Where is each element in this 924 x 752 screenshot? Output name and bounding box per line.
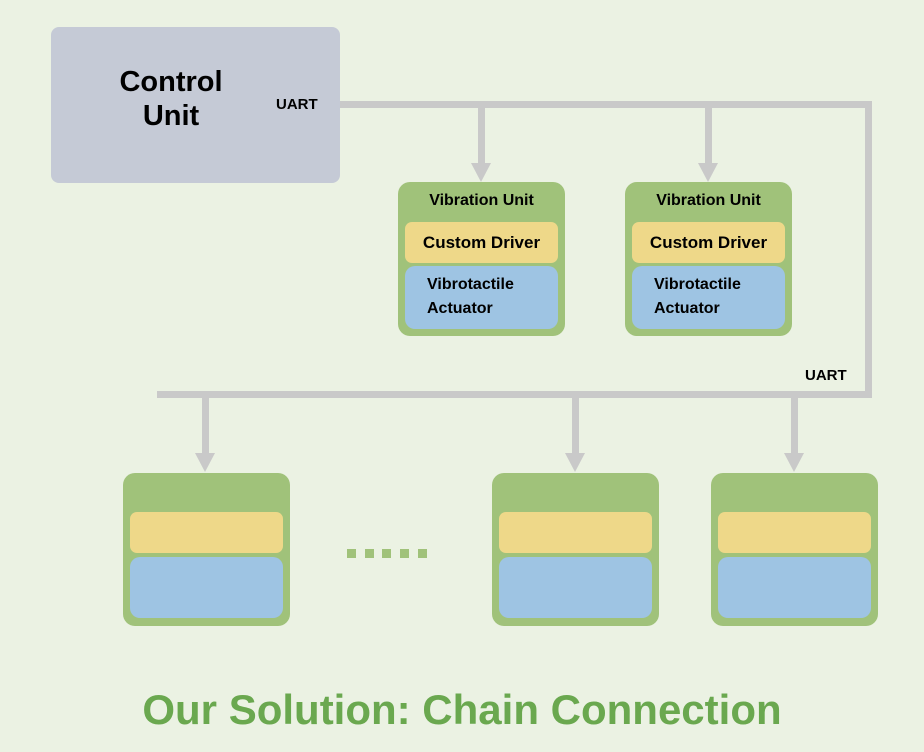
actuator-label-line1: Vibrotactile	[654, 276, 741, 293]
uart-label-right: UART	[805, 367, 847, 384]
uart-bus-top	[340, 101, 872, 108]
arrowhead-unit-3	[195, 453, 215, 472]
ellipsis-dot	[382, 549, 391, 558]
arrowhead-unit-5	[784, 453, 804, 472]
vibration-unit-title: Vibration Unit	[429, 192, 534, 209]
arrow-stem-unit-3	[202, 398, 209, 454]
vibration-unit-4	[492, 473, 659, 626]
custom-driver: Custom Driver	[405, 222, 558, 263]
actuator-label-line2: Actuator	[427, 300, 493, 317]
vibration-unit-2: Vibration Unit Custom Driver Vibrotactil…	[625, 182, 792, 336]
arrowhead-unit-4	[565, 453, 585, 472]
vibrotactile-actuator: Vibrotactile Actuator	[632, 266, 785, 329]
custom-driver	[130, 512, 283, 553]
ellipsis-dot	[418, 549, 427, 558]
arrow-stem-unit-4	[572, 398, 579, 454]
control-unit-label-line1: Control	[119, 66, 223, 98]
uart-bus-right	[865, 101, 872, 398]
vibration-unit-1: Vibration Unit Custom Driver Vibrotactil…	[398, 182, 565, 336]
arrowhead-unit-2	[698, 163, 718, 182]
vibration-unit-3	[123, 473, 290, 626]
arrow-stem-unit-2	[705, 108, 712, 165]
vibrotactile-actuator	[130, 557, 283, 618]
control-unit-label: Control Unit	[51, 65, 291, 133]
custom-driver: Custom Driver	[632, 222, 785, 263]
control-unit: Control Unit	[51, 27, 340, 183]
vibrotactile-actuator: Vibrotactile Actuator	[405, 266, 558, 329]
vibration-unit-title: Vibration Unit	[656, 192, 761, 209]
vibration-unit-5	[711, 473, 878, 626]
vibrotactile-actuator	[718, 557, 871, 618]
arrow-stem-unit-1	[478, 108, 485, 165]
vibrotactile-actuator	[499, 557, 652, 618]
ellipsis-dot	[400, 549, 409, 558]
arrowhead-unit-1	[471, 163, 491, 182]
uart-label-top: UART	[276, 96, 318, 113]
control-unit-label-line2: Unit	[142, 100, 200, 132]
arrow-stem-unit-5	[791, 398, 798, 454]
ellipsis-dot	[365, 549, 374, 558]
uart-bus-bottom	[157, 391, 872, 398]
custom-driver	[499, 512, 652, 553]
actuator-label-line1: Vibrotactile	[427, 276, 514, 293]
ellipsis-dot	[347, 549, 356, 558]
actuator-label-line2: Actuator	[654, 300, 720, 317]
diagram-caption: Our Solution: Chain Connection	[142, 686, 782, 733]
custom-driver	[718, 512, 871, 553]
